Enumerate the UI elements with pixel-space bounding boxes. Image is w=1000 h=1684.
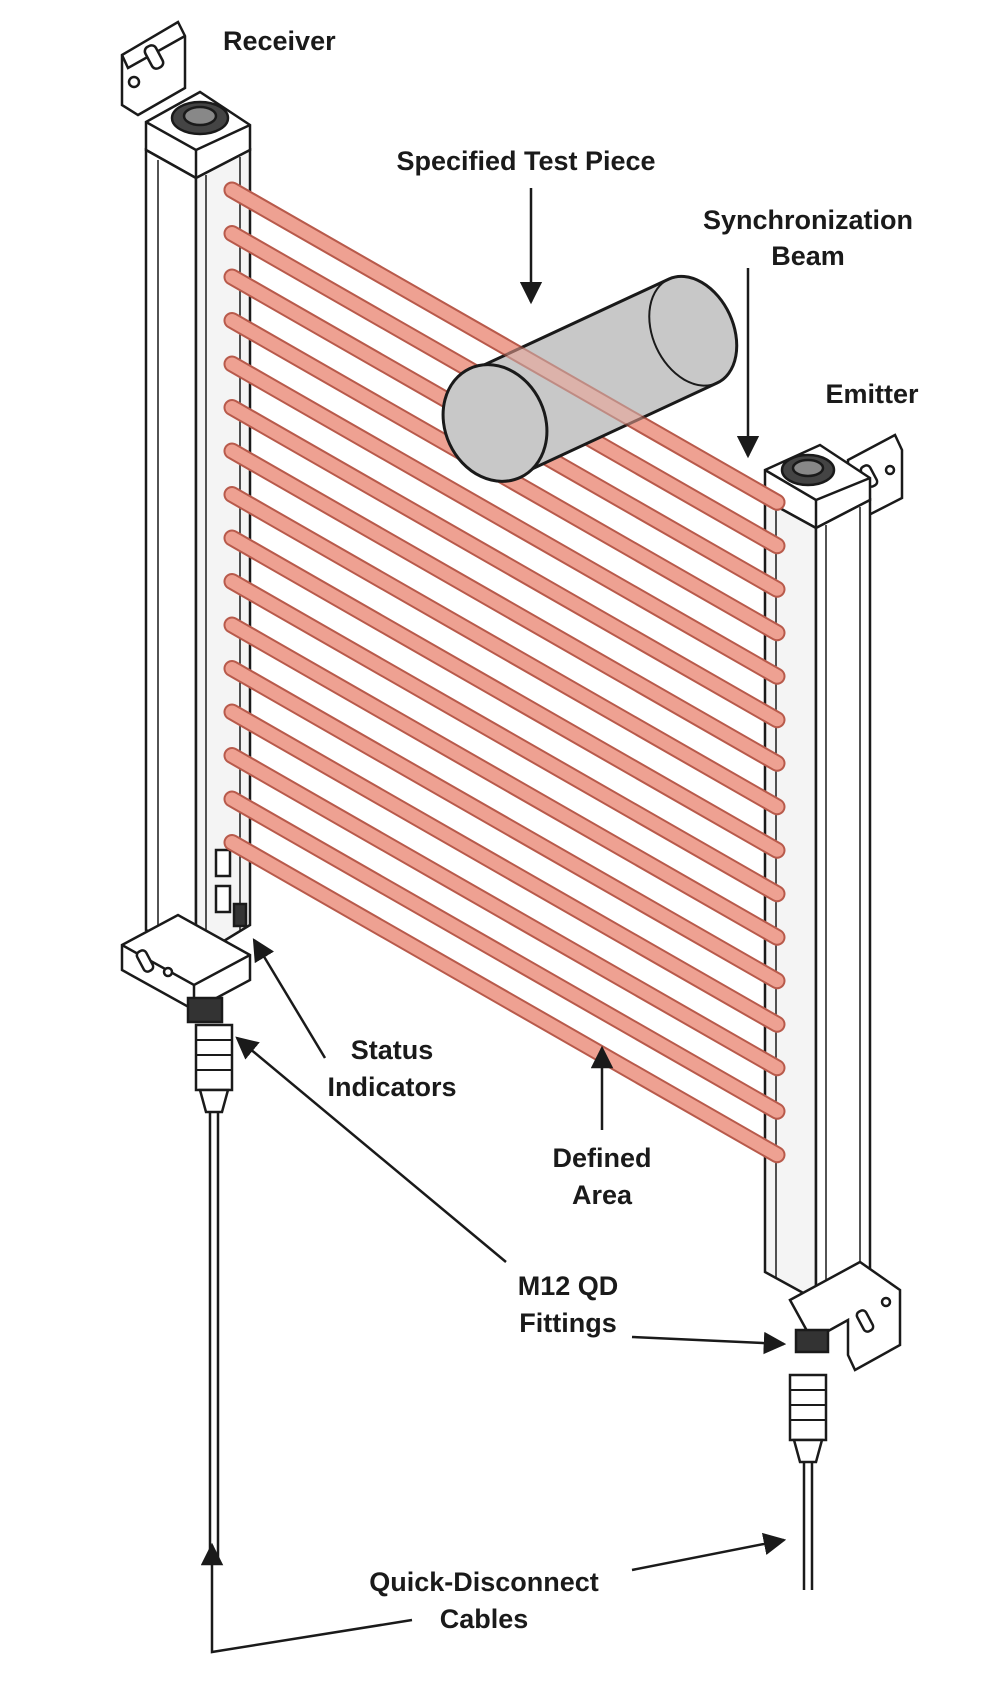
beam-1-front xyxy=(223,181,786,511)
receiver-unit xyxy=(120,20,252,1560)
receiver-top-bracket xyxy=(120,20,187,117)
beam-10 xyxy=(223,573,786,903)
beam-11 xyxy=(223,616,786,946)
label-receiver: Receiver xyxy=(223,26,336,56)
emitter-unit xyxy=(763,433,904,1590)
front-beam xyxy=(223,181,786,511)
label-m12-qd: M12 QD xyxy=(518,1271,619,1301)
arrow-m12-receiver xyxy=(235,1036,507,1263)
label-specified-test-piece: Specified Test Piece xyxy=(396,146,655,176)
label-quick-disconnect: Quick-Disconnect xyxy=(369,1567,599,1597)
label-status: Status xyxy=(351,1035,434,1065)
emitter-m12-fitting xyxy=(794,1328,830,1354)
beam-14 xyxy=(223,747,786,1077)
label-cables: Cables xyxy=(440,1604,529,1634)
label-beam: Beam xyxy=(771,241,845,271)
beam-15 xyxy=(223,790,786,1120)
arrow-m12-emitter xyxy=(631,1331,787,1355)
emitter-top-cap xyxy=(763,443,872,530)
beam-13 xyxy=(223,703,786,1033)
beam-16 xyxy=(223,834,786,1164)
receiver-m12-fitting xyxy=(186,996,224,1024)
callout-arrows xyxy=(200,188,787,1654)
emitter-qd-cable xyxy=(788,1373,828,1590)
label-synchronization: Synchronization xyxy=(703,205,913,235)
callout-labels: Receiver Specified Test Piece Synchroniz… xyxy=(223,26,919,1634)
status-indicator-windows xyxy=(214,848,248,928)
receiver-qd-cable xyxy=(194,1023,234,1560)
label-area: Area xyxy=(572,1180,633,1210)
arrow-qd-emitter xyxy=(631,1532,787,1572)
label-defined: Defined xyxy=(552,1143,651,1173)
label-emitter: Emitter xyxy=(825,379,919,409)
beam-7 xyxy=(223,442,786,772)
beam-8 xyxy=(223,486,786,816)
emitter-column xyxy=(763,497,872,1303)
label-indicators: Indicators xyxy=(327,1072,456,1102)
arrow-status-indicators xyxy=(252,938,327,1059)
light-beams xyxy=(223,181,786,1164)
beam-5 xyxy=(223,355,786,685)
beam-1 xyxy=(223,181,786,511)
label-fittings: Fittings xyxy=(519,1308,616,1338)
specified-test-piece xyxy=(441,274,739,483)
arrow-qd-receiver xyxy=(200,1542,413,1654)
beam-6 xyxy=(223,399,786,729)
beam-12 xyxy=(223,660,786,990)
beam-9 xyxy=(223,529,786,859)
